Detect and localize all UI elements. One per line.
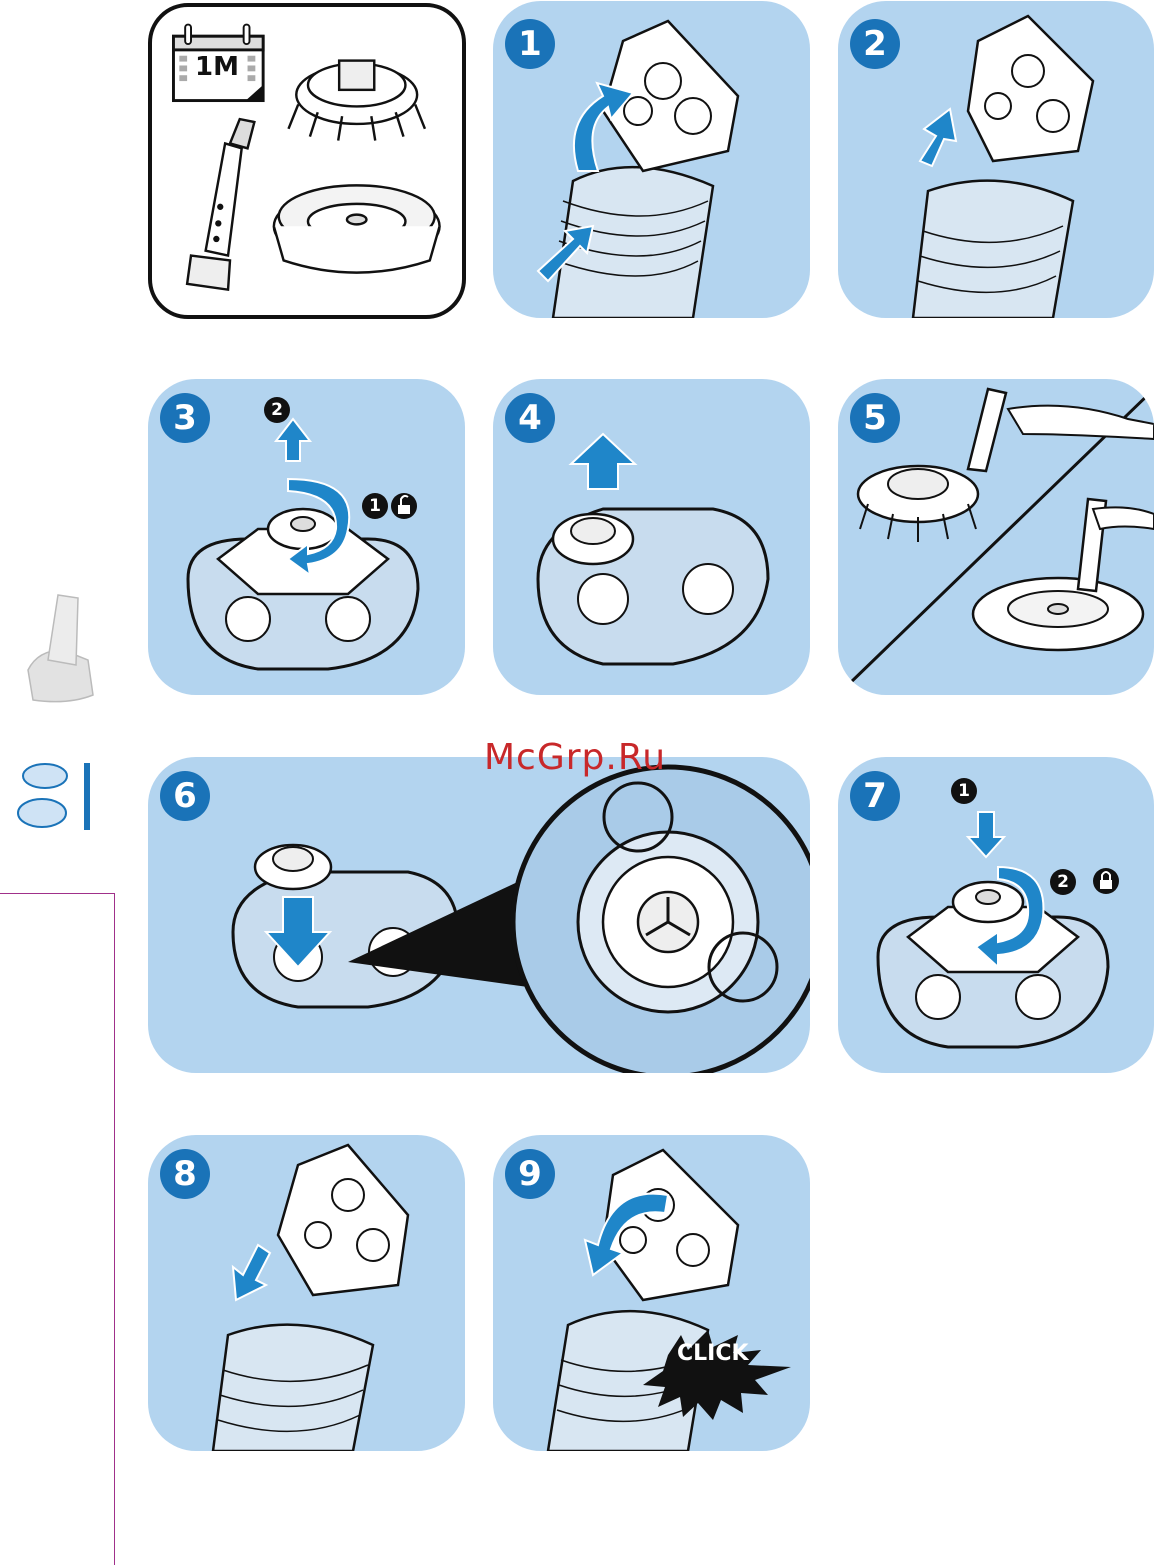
step-4-panel: 4 <box>493 379 810 695</box>
step-9-panel: 9 CLICK <box>493 1135 810 1451</box>
lock-icon <box>1093 868 1119 894</box>
step-3-panel: 3 2 1 <box>148 379 465 695</box>
margin-guide-line <box>0 893 115 1565</box>
watermark-text: McGrp.Ru <box>484 737 666 778</box>
step-7-panel: 7 1 2 <box>838 757 1154 1073</box>
step-number-badge: 9 <box>505 1149 555 1199</box>
step-number-badge: 6 <box>160 771 210 821</box>
step-2-panel: 2 <box>838 1 1154 318</box>
step-number-badge: 3 <box>160 393 210 443</box>
arrow-icon <box>571 434 635 489</box>
step-6-panel: 6 <box>148 757 810 1073</box>
step-number-badge: 1 <box>505 19 555 69</box>
charging-stand-icon <box>18 590 108 705</box>
step-8-panel: 8 <box>148 1135 465 1451</box>
supplies-overview-panel <box>148 3 466 319</box>
step-number-badge: 8 <box>160 1149 210 1199</box>
substep-number: 2 <box>264 397 290 423</box>
unlock-icon <box>391 493 417 519</box>
click-label: CLICK <box>677 1341 749 1366</box>
cleaning-kit-icon <box>10 758 100 838</box>
arrow-icon <box>920 109 956 166</box>
step-6-illustration <box>148 757 810 1073</box>
arrow-icon <box>233 1245 270 1300</box>
step-5-panel: 5 <box>838 379 1154 695</box>
step-number-badge: 2 <box>850 19 900 69</box>
step-number-badge: 5 <box>850 393 900 443</box>
substep-number: 2 <box>1050 869 1076 895</box>
step-number-badge: 4 <box>505 393 555 443</box>
arrow-icon <box>968 812 1004 857</box>
cutter-icon <box>288 61 424 141</box>
calendar-label: 1M <box>195 52 239 82</box>
substep-number: 1 <box>362 493 388 519</box>
hair-chamber-icon <box>274 185 440 272</box>
step-number-badge: 7 <box>850 771 900 821</box>
step-1-panel: 1 <box>493 1 810 318</box>
arrow-icon <box>276 419 310 461</box>
substep-number: 1 <box>951 778 977 804</box>
cleaning-brush-icon <box>187 119 254 290</box>
